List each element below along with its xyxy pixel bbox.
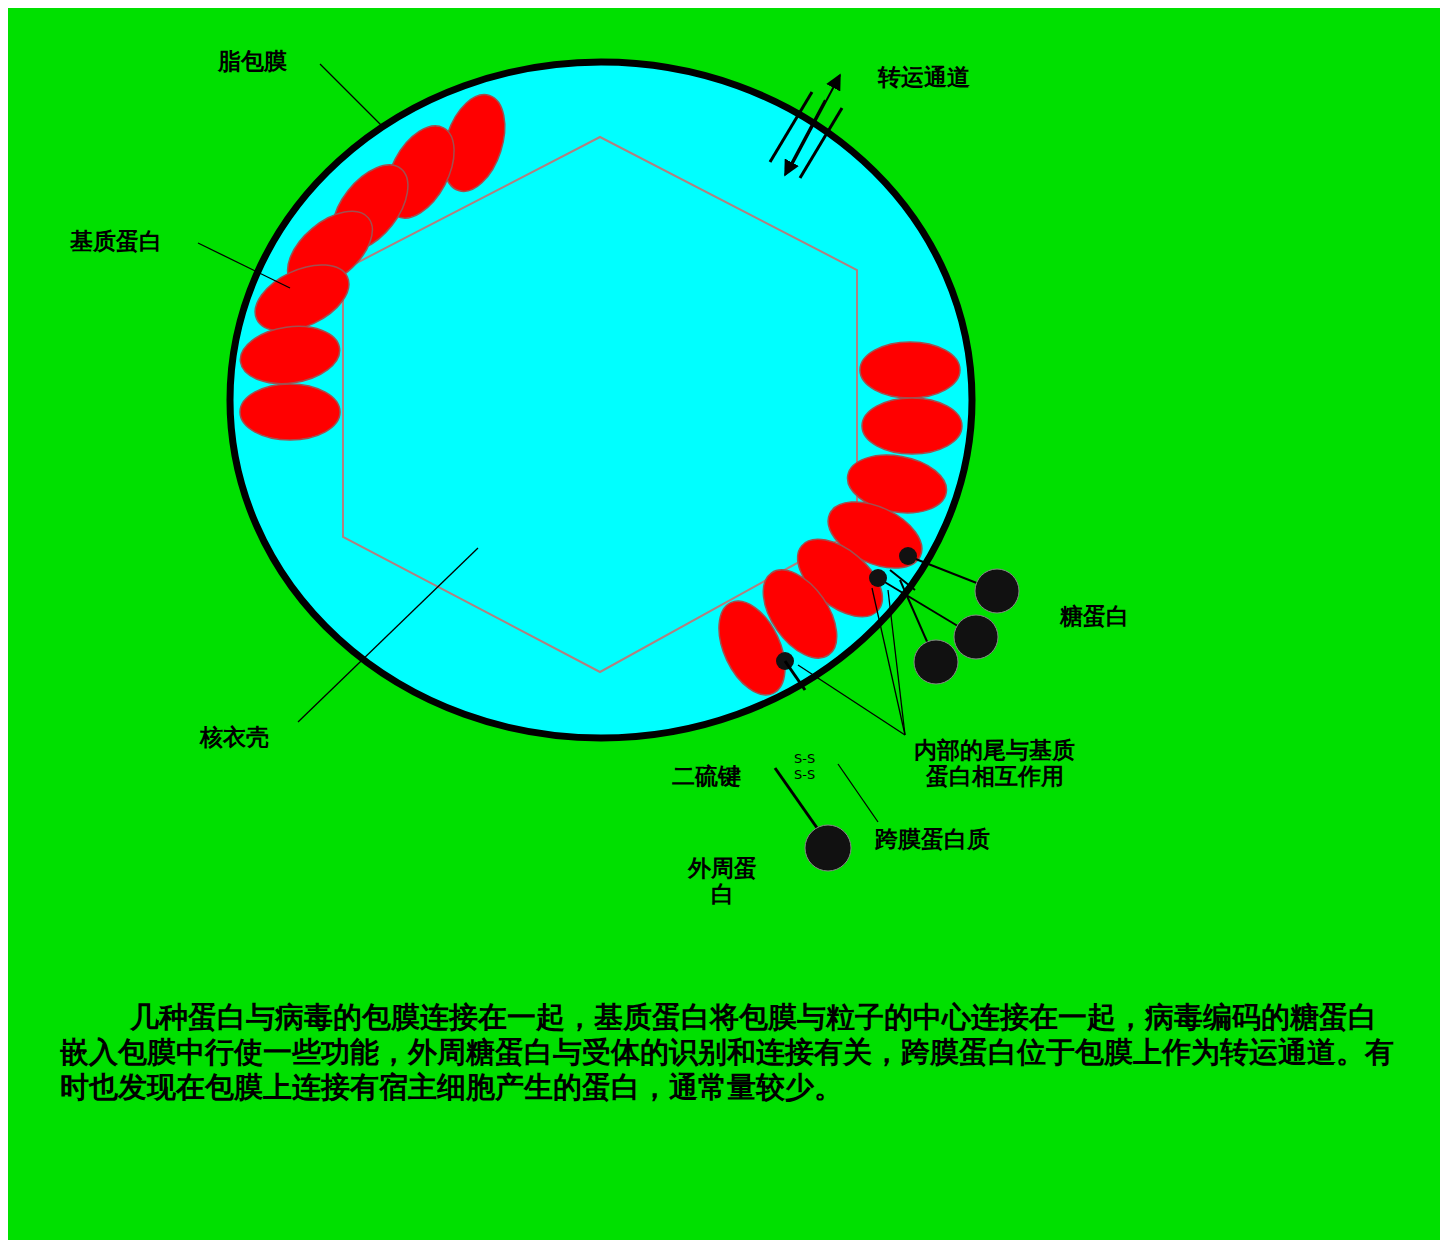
transmembrane-protein [775, 652, 851, 871]
part-label: 二硫键 [672, 763, 741, 789]
caption: 几种蛋白与病毒的包膜连接在一起，基质蛋白将包膜与粒子的中心连接在一起，病毒编码的… [60, 1000, 1400, 1105]
note-label: 内部的尾与基质蛋白相互作用 [912, 737, 1078, 790]
nucleocapsid [343, 137, 857, 672]
lipid-envelope [230, 62, 972, 738]
part-label: 转运通道 [878, 64, 970, 90]
matrix-proteins [237, 87, 962, 705]
bond-symbol: S-S [794, 768, 815, 782]
part-label: 基质蛋白 [70, 228, 162, 254]
leader-lines [198, 64, 905, 822]
part-label: 核衣壳 [200, 724, 269, 750]
part-label: 跨膜蛋白质 [875, 826, 990, 852]
part-label: 脂包膜 [218, 48, 287, 74]
bond-symbol: S-S [794, 752, 815, 766]
part-label: 糖蛋白 [1060, 603, 1129, 629]
part-label: 外周蛋白 [686, 855, 760, 908]
transport-channel [770, 75, 842, 178]
